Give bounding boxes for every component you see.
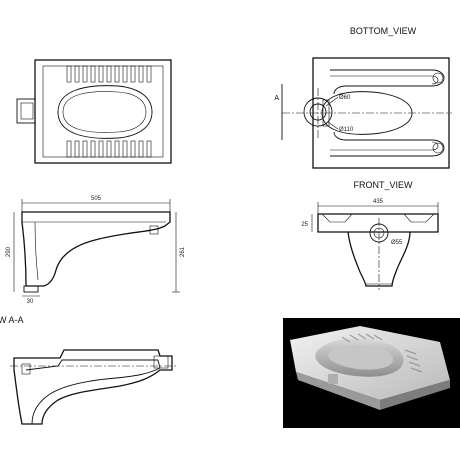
foot-ribs-bottom [66,140,152,158]
dim-outlet-inner: Ø60 [339,95,351,101]
drain-stub [16,98,36,124]
dim-outlet-outer: Ø110 [339,127,354,133]
dim-front-rim: 25 [301,222,308,228]
section-marker: A [274,95,279,102]
section-title: W A-A [0,315,24,325]
dim-front-width: 435 [373,199,384,205]
foot-ribs-top [66,65,152,83]
section-outline [13,349,173,425]
front-view-rim [317,213,439,233]
render-3d [283,318,460,428]
bowl-outline [57,85,153,139]
front-view: 435 25 Ø55 [301,199,439,290]
dim-side-foot: 30 [27,299,34,305]
bottom-view-title: BOTTOM_VIEW [350,26,417,36]
bottom-view: A Ø60 Ø110 [274,57,452,169]
side-view-body [21,211,171,287]
dim-side-height-left: 290 [6,246,12,257]
dim-front-outlet: Ø55 [391,240,403,246]
section-view [10,349,176,425]
front-view-title: FRONT_VIEW [353,180,413,190]
dim-side-height-right: 261 [180,246,186,257]
top-view [16,59,172,164]
dim-side-length: 505 [91,196,102,202]
side-view: 505 290 261 30 [6,196,186,305]
